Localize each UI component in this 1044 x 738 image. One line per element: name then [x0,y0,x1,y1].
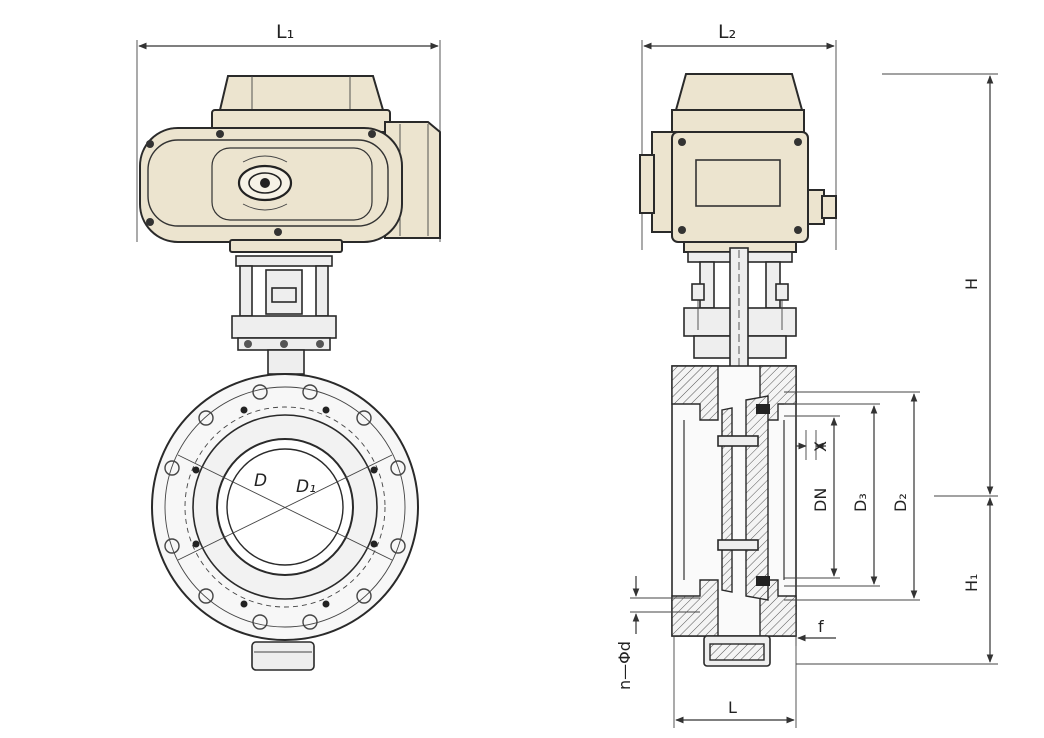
front-yoke [231,255,337,375]
dimension-f: f [795,610,836,646]
side-actuator [639,73,837,253]
front-actuator [139,75,441,253]
label-d1: D₁ [296,477,316,497]
front-bolt-holes [164,384,406,630]
label-l: L [728,698,737,717]
dimension-l: L [673,636,797,728]
dimension-h: H H₁ [796,73,998,665]
label-x: X [811,441,830,452]
label-d2: D₂ [891,493,910,512]
label-l1: L₁ [276,21,294,43]
label-dn: DN [811,488,830,512]
side-valve-body [671,365,797,667]
position-indicator-icon [237,155,293,211]
front-view: L₁ [136,21,441,671]
side-view: L₂ [615,21,998,728]
label-d3: D₃ [851,493,870,512]
label-h: H [962,278,981,290]
label-f: f [818,617,824,636]
label-h1: H₁ [962,574,981,592]
label-n-phi-d: n—Φd [615,641,634,690]
dimension-diameters: X DN D₃ D₂ [784,391,920,601]
label-d: D [254,471,267,491]
label-l2: L₂ [718,21,736,43]
dimension-bolt-holes: n—Φd [615,576,700,690]
front-valve-body: D D₁ [151,373,419,671]
